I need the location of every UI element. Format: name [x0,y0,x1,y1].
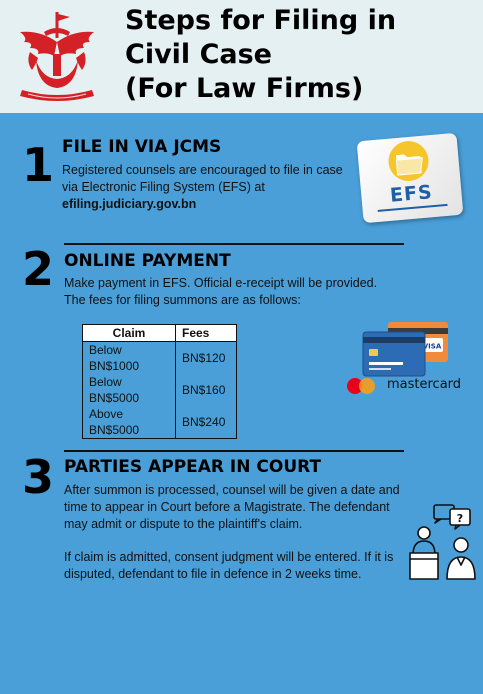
court-hearing-icon: ? [409,504,476,580]
step-text-3b: If claim is admitted, consent judgment w… [64,550,394,581]
brunei-crest-icon [20,12,94,101]
fee-table-header-claim: Claim [82,324,176,342]
step-text-1: Registered counsels are encouraged to fi… [62,162,362,213]
fee-table-header-fees: Fees [175,324,237,342]
divider-step-2 [64,243,404,245]
table-row: Below BN$1000 BN$120 [82,341,237,374]
mastercard-label: mastercard [387,377,462,392]
step-1-description: Registered counsels are encouraged to fi… [62,163,343,194]
step-number-3: 3 [22,450,55,504]
table-row: Below BN$5000 BN$160 [82,374,237,406]
divider-step-3 [64,450,404,452]
step-text-3a: After summon is processed, counsel will … [64,483,400,531]
fee-table-header-row: Claim Fees [82,324,237,342]
step-number-2: 2 [22,242,55,296]
header-banner: Steps for Filing in Civil Case (For Law … [0,0,483,113]
step-heading-2: ONLINE PAYMENT [64,251,231,271]
credit-cards-icon: VISA [347,322,448,394]
step-heading-1: FILE IN VIA JCMS [62,137,222,157]
fee-table-fee-cell: BN$160 [175,374,237,406]
efiling-link[interactable]: efiling.judiciary.gov.bn [62,197,197,211]
fee-table-fee-cell: BN$240 [175,406,237,439]
fee-table-claim-cell: Above BN$5000 [82,406,176,439]
step-text-2: Make payment in EFS. Official e-receipt … [64,276,378,307]
title-line-1: Steps for Filing in [125,5,397,36]
efs-folder-icon [377,141,448,212]
svg-text:?: ? [457,512,463,525]
fee-table-claim-cell: Below BN$1000 [82,341,176,374]
step-number-1: 1 [22,138,55,192]
table-row: Above BN$5000 BN$240 [82,406,237,439]
fee-table-claim-cell: Below BN$5000 [82,374,176,406]
page-title: Steps for Filing in Civil Case (For Law … [125,4,475,106]
title-line-3: (For Law Firms) [125,73,364,104]
fee-table-fee-cell: BN$120 [175,341,237,374]
title-line-2: Civil Case [125,39,272,70]
fee-table: Claim Fees Below BN$1000 BN$120 Below BN… [82,324,237,439]
step-heading-3: PARTIES APPEAR IN COURT [64,457,322,477]
visa-label: VISA [423,343,442,351]
efs-badge: EFS [356,132,464,224]
